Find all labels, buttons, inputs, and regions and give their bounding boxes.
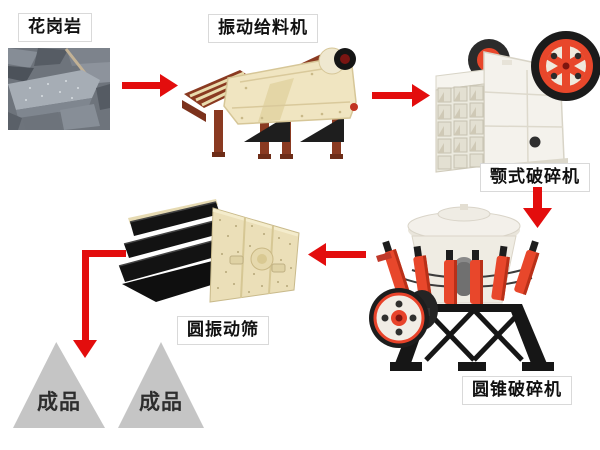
cone-crusher-label: 圆锥破碎机 xyxy=(472,380,562,400)
vibrating-feeder-label-box: 振动给料机 xyxy=(208,14,318,43)
granite-label: 花岗岩 xyxy=(28,17,82,37)
vibrating-feeder-illustration xyxy=(182,44,368,168)
vibrating-feeder-label: 振动给料机 xyxy=(218,18,308,38)
granite-label-box: 花岗岩 xyxy=(18,13,92,42)
arrow-granite-to-feeder xyxy=(120,74,180,98)
finished-product-triangle-2: 成品 xyxy=(118,342,204,428)
finished-product-label-2: 成品 xyxy=(139,390,183,414)
jaw-crusher-illustration xyxy=(432,30,600,173)
arrow-feeder-to-jaw-crusher xyxy=(370,84,432,108)
granite-photo xyxy=(8,48,110,130)
finished-product-label-1: 成品 xyxy=(37,390,81,414)
cone-crusher-illustration xyxy=(369,198,562,373)
arrow-jaw-to-cone-crusher xyxy=(521,187,554,229)
jaw-crusher-label: 颚式破碎机 xyxy=(490,167,580,187)
arrow-cone-to-screen xyxy=(308,243,368,267)
vibrating-screen-label-box: 圆振动筛 xyxy=(177,316,269,345)
vibrating-screen-label: 圆振动筛 xyxy=(187,320,259,340)
cone-crusher-label-box: 圆锥破碎机 xyxy=(462,376,572,405)
arrow-screen-to-product xyxy=(70,248,126,360)
vibrating-screen-illustration xyxy=(116,196,304,323)
jaw-crusher-label-box: 颚式破碎机 xyxy=(480,163,590,192)
